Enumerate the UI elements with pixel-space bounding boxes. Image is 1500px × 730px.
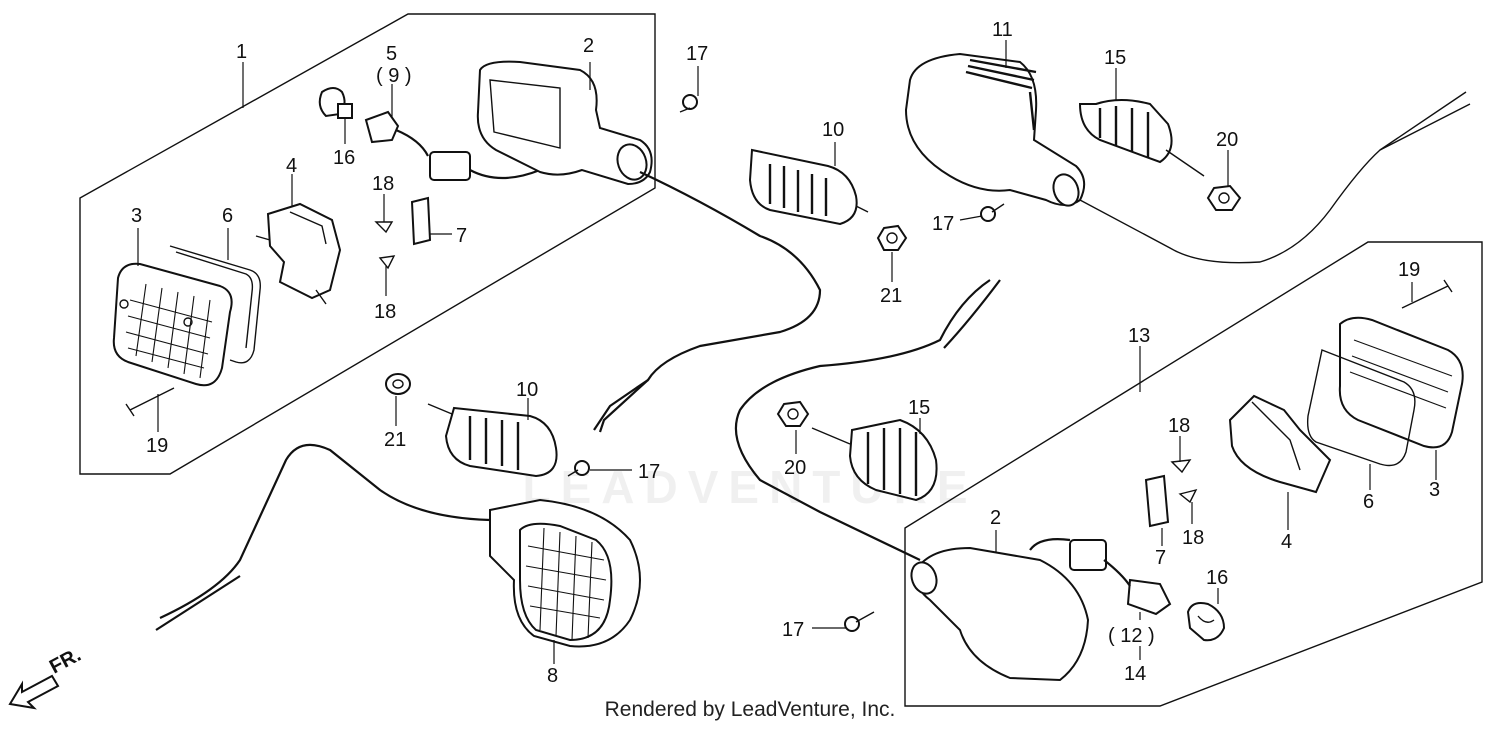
screw-17-top: [679, 94, 698, 113]
callout-18-b: 18: [374, 301, 396, 323]
nut-21-upper: [876, 224, 908, 251]
callout-2-right: 2: [990, 507, 1001, 529]
nut-21-lower: [385, 373, 411, 395]
callout-6-right: 6: [1363, 491, 1374, 513]
callout-labels: 1 5 ( 9 ) 2 17 16 4 18 3 6 7 18 19 10 21…: [46, 19, 1440, 687]
socket-left: [364, 110, 541, 181]
callout-16-left: 16: [333, 147, 355, 169]
callout-19-left: 19: [146, 435, 168, 457]
callout-16-right: 16: [1206, 567, 1228, 589]
screw-17-lower: [567, 460, 590, 477]
callout-18-c: 18: [1168, 415, 1190, 437]
callout-14: 14: [1124, 663, 1146, 685]
harness-left-upper: [593, 171, 822, 431]
screw-19-right: [1401, 279, 1453, 309]
callout-9: ( 9 ): [376, 65, 412, 87]
callout-6-left: 6: [222, 205, 233, 227]
lens-left: [112, 262, 233, 387]
clip-left: [410, 196, 432, 246]
callout-11: 11: [992, 19, 1013, 41]
lens-right: [1338, 316, 1464, 449]
assembly-box-right: [904, 241, 1483, 707]
callout-18-a: 18: [372, 173, 394, 195]
callout-7-right: 7: [1155, 547, 1166, 569]
callout-18-d: 18: [1182, 527, 1204, 549]
callout-12: ( 12 ): [1108, 625, 1155, 647]
callout-3-left: 3: [131, 205, 142, 227]
callout-21-upper: 21: [880, 285, 902, 307]
bushing-15-lower: [811, 418, 938, 502]
callout-1: 1: [236, 41, 247, 63]
callout-10-lower: 10: [516, 379, 538, 401]
callout-10-upper: 10: [822, 119, 844, 141]
footer-credit: Rendered by LeadVenture, Inc.: [604, 698, 896, 721]
harness-right: [734, 279, 991, 561]
screw-17-bottom: [844, 611, 875, 632]
callout-13: 13: [1128, 325, 1150, 347]
assembly-box-left: [79, 13, 656, 475]
bulb-left: [318, 87, 353, 119]
housing-left: [476, 60, 653, 186]
socket-right: [1029, 538, 1172, 616]
callout-20-lower: 20: [784, 457, 806, 479]
housing-right: [910, 546, 1090, 682]
nut-20-lower: [776, 400, 810, 427]
clip-right: [1144, 474, 1170, 528]
leader-lines: [137, 40, 1437, 664]
bushing-15-upper: [1078, 99, 1205, 177]
callout-21-lower: 21: [384, 429, 406, 451]
gasket-left: [169, 245, 261, 364]
callout-8: 8: [547, 665, 558, 687]
callout-4-right: 4: [1281, 531, 1292, 553]
callout-3-right: 3: [1429, 479, 1440, 501]
nut-20-upper: [1206, 184, 1242, 211]
callout-20-upper: 20: [1216, 129, 1238, 151]
callout-2-left: 2: [583, 35, 594, 57]
callout-15-lower: 15: [908, 397, 930, 419]
callout-5: 5: [386, 43, 397, 65]
callout-17-lower: 17: [638, 461, 660, 483]
signal-11-upper-right: [904, 52, 1471, 264]
screw-17-upper-right: [980, 203, 1005, 222]
front-arrow-icon: [8, 674, 60, 710]
bushing-10-lower: [427, 403, 558, 478]
callout-19-right: 19: [1398, 259, 1420, 281]
bulb-right: [1186, 602, 1226, 642]
callout-17-upper-right: 17: [932, 213, 954, 235]
screw-19-left: [125, 387, 175, 417]
signal-8-lower-left: [155, 443, 641, 648]
callout-7-left: 7: [456, 225, 467, 247]
callout-15-upper: 15: [1104, 47, 1126, 69]
bushing-10-upper: [748, 148, 869, 226]
gasket-right: [1306, 349, 1416, 467]
callout-17-top: 17: [686, 43, 708, 65]
callout-17-bottom: 17: [782, 619, 804, 641]
callout-4-left: 4: [286, 155, 297, 177]
socket-bracket-right: [1228, 394, 1332, 494]
socket-bracket-left: [255, 202, 342, 305]
front-indicator-label: FR.: [46, 644, 85, 679]
